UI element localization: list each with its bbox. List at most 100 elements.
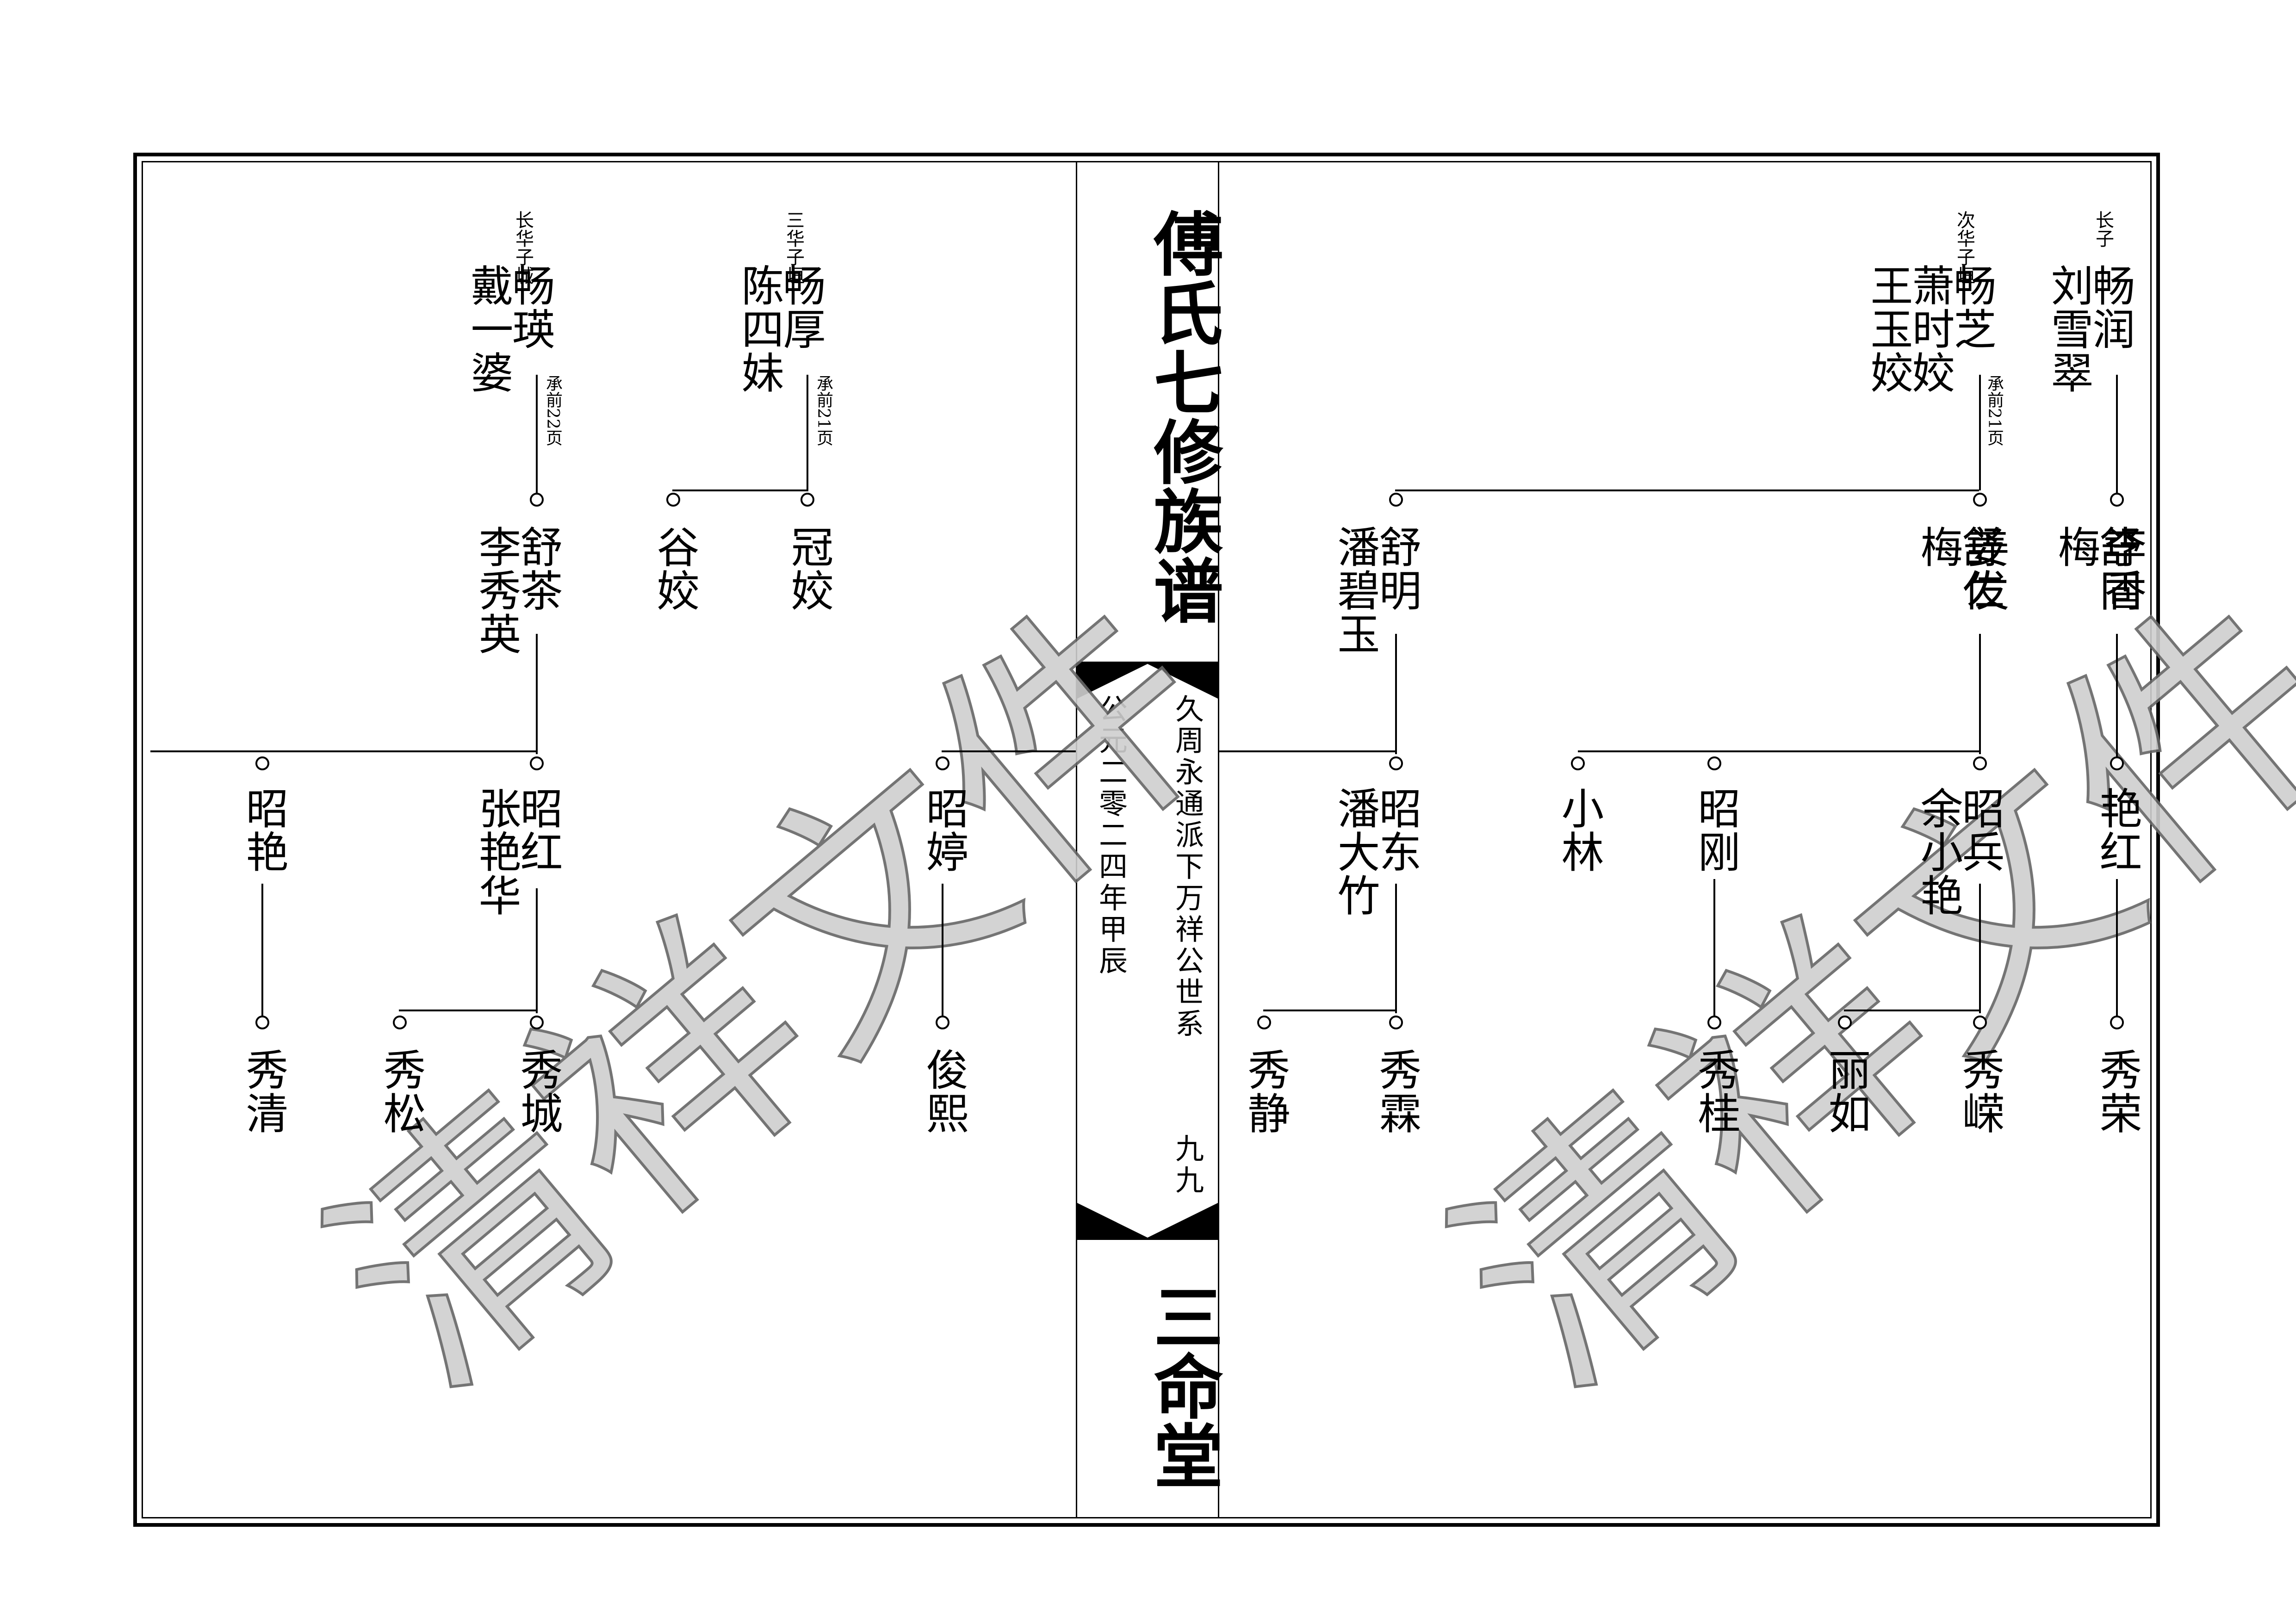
person-node <box>255 1016 269 1029</box>
tree-line <box>2116 879 2118 1018</box>
person-node <box>1973 756 1987 770</box>
person-name: 谷姣 <box>650 525 699 612</box>
person-node <box>393 1016 407 1029</box>
continuation-note: 承前21页 <box>814 375 833 446</box>
person-name: 秀城 <box>513 1048 563 1135</box>
tree-line <box>1844 1010 1979 1011</box>
person-name: 舒茶 <box>513 525 563 612</box>
spine-bottom-ornament <box>1077 1203 1218 1240</box>
page-number: 九九 <box>1170 1134 1204 1196</box>
tree-line <box>1395 634 1397 754</box>
hall-name: 三命堂 <box>1142 1282 1222 1490</box>
spouse-name: 李秀英 <box>472 525 521 656</box>
spouse-name: 陈四妹 <box>734 264 784 394</box>
spouse-name: 刘雪翠 <box>2044 264 2093 394</box>
person-node <box>255 756 269 770</box>
spouse-name: 张艳华 <box>472 787 521 917</box>
tree-line <box>261 884 263 1018</box>
tree-line <box>1395 884 1397 1013</box>
role-label: 三华子垣 <box>783 211 804 285</box>
person-node <box>530 756 544 770</box>
person-name: 舒同 <box>2092 525 2142 612</box>
tree-line <box>672 489 808 491</box>
spine-column <box>1076 161 1219 1518</box>
spouse-name: 余小艳 <box>1913 787 1963 917</box>
person-name: 昭东 <box>1372 787 1421 873</box>
tree-line <box>1395 489 1979 491</box>
person-node <box>1389 1016 1403 1029</box>
tree-line <box>942 884 943 1018</box>
person-node <box>2110 493 2124 507</box>
tree-line <box>399 1010 538 1011</box>
person-name: 昭婷 <box>919 787 968 873</box>
person-name: 昭兵 <box>1955 787 2004 873</box>
person-node <box>800 493 814 507</box>
tree-line <box>1263 1010 1397 1011</box>
person-node <box>1973 1016 1987 1029</box>
inner-frame <box>142 161 2152 1518</box>
person-node <box>666 493 680 507</box>
outer-frame <box>133 153 2160 1527</box>
person-name: 小林 <box>1554 787 1604 873</box>
spouse-name: 潘碧玉 <box>1330 525 1380 656</box>
person-name: 秀霖 <box>1372 1048 1421 1135</box>
person-name: 畅润 <box>2085 264 2135 351</box>
role-label: 次华子垣 <box>1954 211 1975 285</box>
continuation-note: 承前22页 <box>543 375 562 446</box>
person-node <box>936 756 949 770</box>
person-node <box>1838 1016 1852 1029</box>
person-name: 丽如 <box>1821 1048 1871 1135</box>
spouse-name: 萧时姣 <box>1905 264 1955 394</box>
person-name: 畅瑛 <box>505 264 555 351</box>
book-title: 傅氏七修族谱 <box>1142 208 1222 625</box>
tree-line <box>1979 884 1981 1013</box>
person-node <box>936 1016 949 1029</box>
person-node <box>1973 493 1987 507</box>
person-name: 秀桂 <box>1691 1048 1740 1135</box>
person-node <box>1571 756 1585 770</box>
spouse-name: 李香梅 <box>2051 525 2147 612</box>
tree-line <box>1578 750 1979 752</box>
person-name: 冠姣 <box>784 525 833 612</box>
person-node <box>1707 756 1721 770</box>
tree-line <box>150 750 538 752</box>
tree-line <box>1713 879 1715 1018</box>
person-name: 艳红 <box>2092 787 2142 873</box>
person-name: 秀松 <box>376 1048 426 1135</box>
tree-line <box>1979 375 1981 490</box>
person-node <box>2110 1016 2124 1029</box>
tree-line <box>1979 634 1981 754</box>
person-name: 俊熙 <box>919 1048 968 1135</box>
spouse-name: 王玉姣 <box>1863 264 1913 394</box>
person-node <box>1389 756 1403 770</box>
person-name: 秀嵘 <box>1955 1048 2004 1135</box>
tree-line <box>536 375 538 500</box>
person-node <box>530 493 544 507</box>
spine-top-ornament <box>1077 662 1218 699</box>
person-name: 秀清 <box>239 1048 288 1135</box>
role-label: 长华子城 <box>512 211 534 285</box>
person-name: 秀静 <box>1241 1048 1290 1135</box>
tree-line <box>2116 375 2118 495</box>
continuation-note: 承前21页 <box>1985 375 2004 446</box>
person-node <box>2110 756 2124 770</box>
spouse-name: 姜发梅 <box>1913 525 2009 612</box>
person-name: 昭刚 <box>1691 787 1740 873</box>
person-name: 昭红 <box>513 787 563 873</box>
tree-line <box>807 375 808 490</box>
person-name: 昭艳 <box>239 787 288 873</box>
spouse-name: 潘大竹 <box>1330 787 1380 917</box>
role-label: 长子 <box>2092 211 2114 248</box>
tree-line <box>536 888 538 1013</box>
person-name: 畅厚 <box>776 264 825 351</box>
tree-line <box>2116 634 2118 759</box>
lineage-subtitle: 久周永通派下万祥公世系 <box>1170 694 1204 1040</box>
person-name: 舒仁 <box>1955 525 2004 612</box>
person-node <box>530 1016 544 1029</box>
person-name: 舒明 <box>1372 525 1421 612</box>
person-name: 畅芝 <box>1947 264 1996 351</box>
person-node <box>1389 493 1403 507</box>
person-name: 秀荣 <box>2092 1048 2142 1135</box>
year-subtitle: 公元二零二四年甲辰 <box>1094 694 1128 977</box>
tree-line <box>942 750 1076 752</box>
